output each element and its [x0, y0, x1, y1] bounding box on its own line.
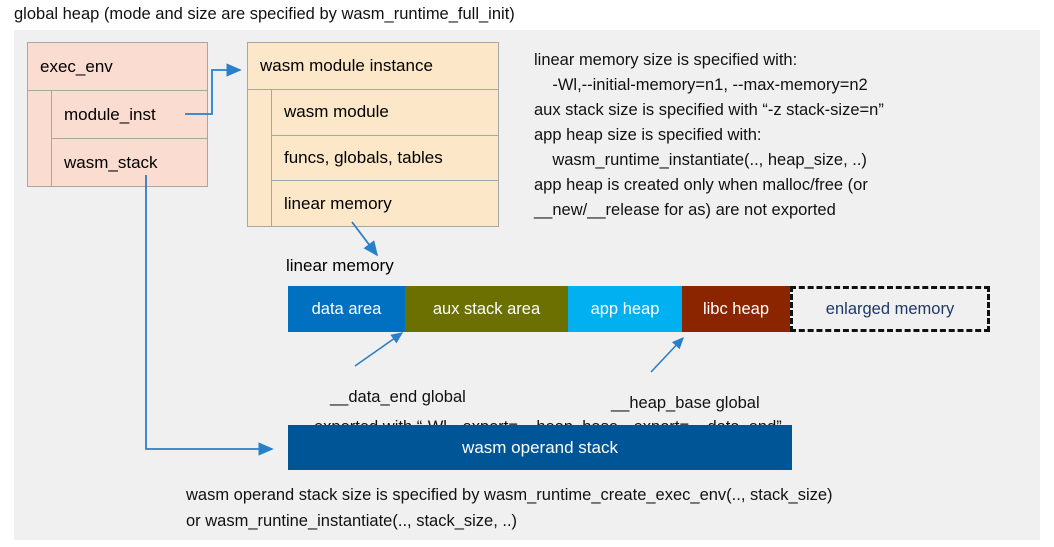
page-title: global heap (mode and size are specified…	[14, 5, 515, 23]
memory-segment-app-heap: app heap	[568, 286, 682, 332]
linear-memory-label: linear memory	[286, 256, 394, 275]
wasm-module-instance-box: wasm module instance wasm module funcs, …	[247, 42, 499, 227]
wasm-operand-stack-box: wasm operand stack	[288, 425, 792, 470]
memory-config-notes: linear memory size is specified with: -W…	[534, 51, 884, 219]
module-field-wasm-module: wasm module	[272, 90, 498, 136]
exec-env-box: exec_env module_inst wasm_stack	[27, 42, 208, 187]
memory-segment-libc-heap: libc heap	[682, 286, 790, 332]
exec-env-body: module_inst wasm_stack	[28, 91, 207, 187]
memory-segment-aux-stack-area: aux stack area	[405, 286, 568, 332]
memory-segment-enlarged-memory: enlarged memory	[790, 286, 990, 332]
operand-stack-notes: wasm operand stack size is specified by …	[186, 486, 833, 530]
module-instance-fields: wasm module funcs, globals, tables linea…	[272, 90, 498, 227]
module-instance-body: wasm module funcs, globals, tables linea…	[248, 90, 498, 227]
memory-segment-data-area: data area	[288, 286, 405, 332]
exec-env-header: exec_env	[28, 43, 207, 91]
module-instance-header: wasm module instance	[248, 43, 498, 90]
module-field-funcs-globals-tables: funcs, globals, tables	[272, 136, 498, 182]
exec-env-gutter	[28, 91, 52, 187]
exec-env-field-wasm-stack: wasm_stack	[64, 153, 158, 172]
exec-env-fields: module_inst wasm_stack	[52, 91, 207, 187]
global-heap-panel: exec_env module_inst wasm_stack wasm mod…	[14, 30, 1040, 540]
module-field-linear-memory: linear memory	[284, 193, 392, 213]
annotation-data-end: __data_end global	[330, 388, 466, 406]
exec-env-field-module-inst: module_inst	[52, 91, 207, 139]
annotation-heap-base: __heap_base global	[611, 394, 760, 412]
module-instance-gutter	[248, 90, 272, 227]
